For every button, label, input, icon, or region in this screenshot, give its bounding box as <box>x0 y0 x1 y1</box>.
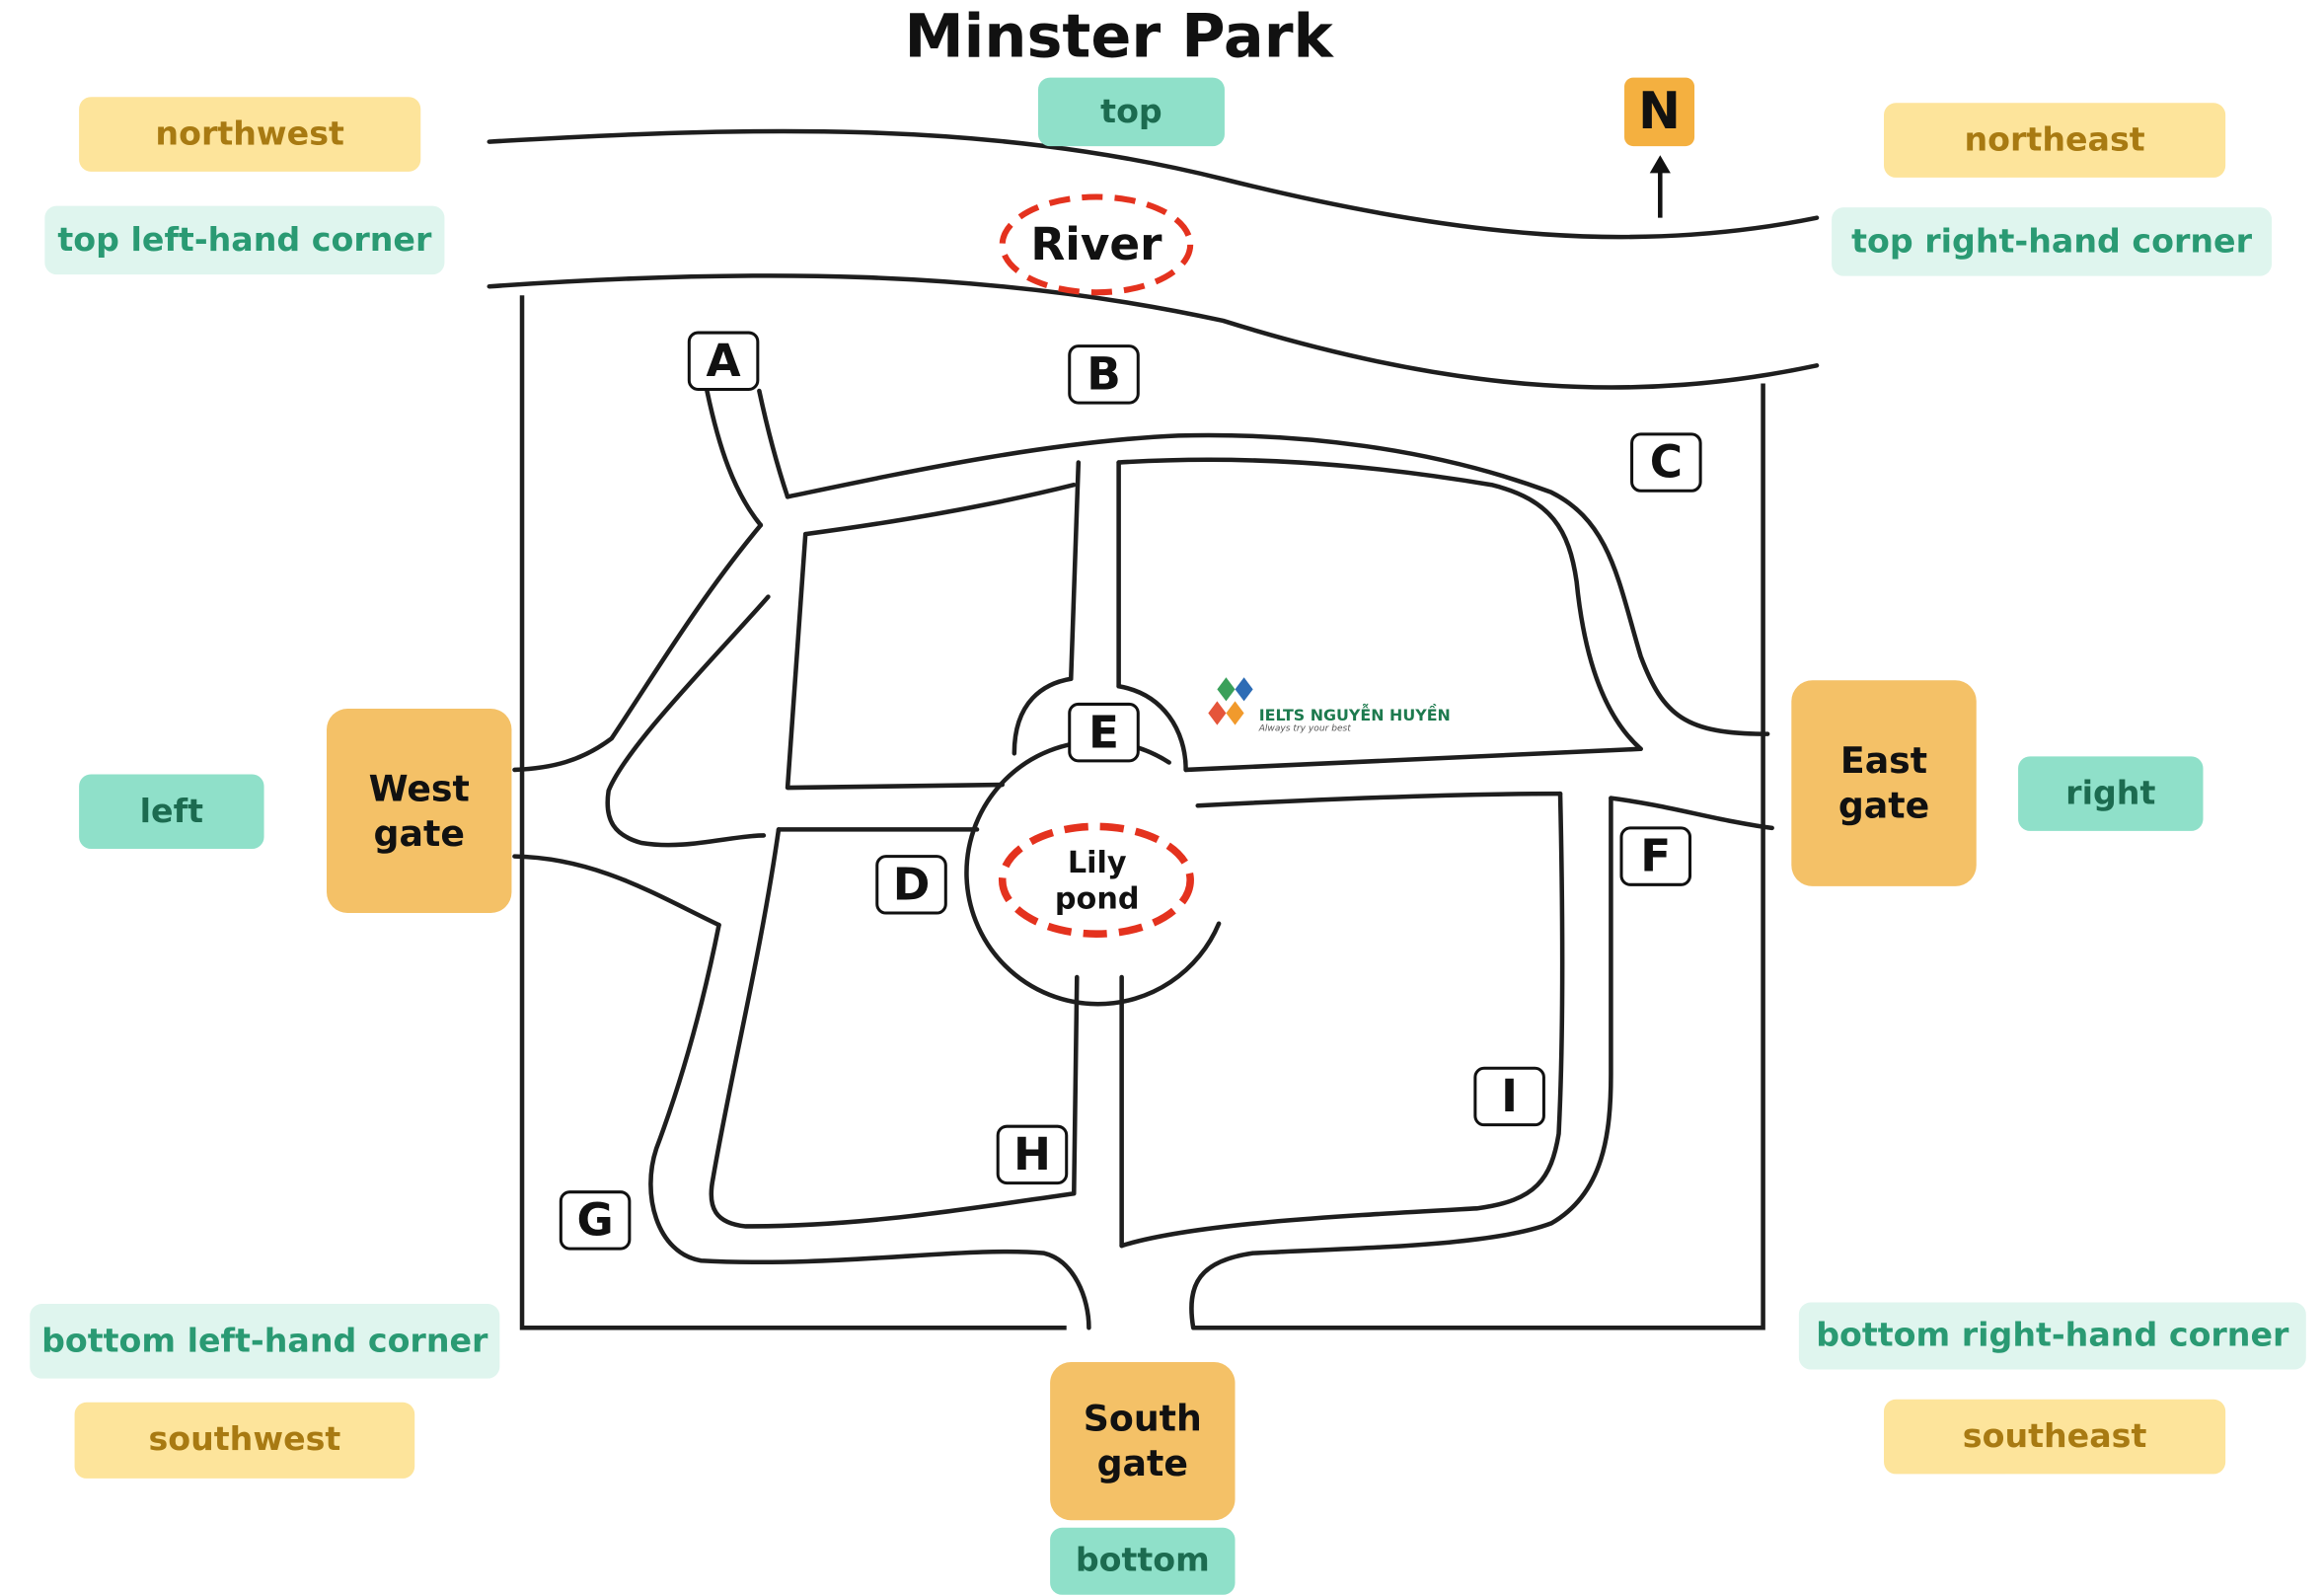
tag-top-left-corner: top left-hand corner <box>44 205 445 275</box>
tag-bottom-left-corner: bottom left-hand corner <box>30 1304 500 1379</box>
path-inner-triangle <box>605 594 771 848</box>
path-i-outer-edge <box>1189 796 1613 1330</box>
path-top-inner-edge <box>802 457 1643 752</box>
tag-northwest: northwest <box>79 97 421 172</box>
east-gate: East gate <box>1791 680 1977 886</box>
tag-top-right-corner: top right-hand corner <box>1832 207 2273 276</box>
west-gate: West gate <box>327 708 512 914</box>
marker-d: D <box>875 855 947 915</box>
park-boundary <box>519 295 1765 1330</box>
path-a-right-edge <box>757 388 790 499</box>
path-f-edge <box>1609 796 1774 831</box>
tag-top: top <box>1038 77 1225 147</box>
tag-southwest: southwest <box>74 1402 415 1479</box>
path-i-inner-edge <box>1119 791 1565 1249</box>
river-label: River <box>1030 218 1162 271</box>
marker-c: C <box>1630 432 1702 493</box>
marker-a: A <box>687 331 760 392</box>
river-north-bank <box>487 128 1820 240</box>
river-south-bank <box>487 273 1820 390</box>
pond-marker-ring <box>998 822 1194 938</box>
marker-g: G <box>559 1190 632 1251</box>
river-marker-ring <box>999 193 1194 296</box>
path-e-left-edge <box>1068 460 1082 681</box>
path-west-lower-edge <box>512 854 721 928</box>
marker-e: E <box>1068 702 1140 763</box>
block-northwest-edge <box>785 531 1005 791</box>
logo-mark <box>1208 677 1253 725</box>
path-a-left-edge <box>705 388 764 528</box>
logo-slogan: Always try your best <box>1258 723 1351 734</box>
marker-b: B <box>1068 344 1140 405</box>
lily-pond-label: Lily pond <box>1054 844 1140 917</box>
watermark-logo: IELTS NGUYỄN HUYỀN Always try your best <box>1202 674 1463 733</box>
marker-i: I <box>1473 1066 1545 1127</box>
path-g-outer-edge <box>648 922 1091 1330</box>
marker-h: H <box>996 1124 1069 1185</box>
tag-bottom-right-corner: bottom right-hand corner <box>1798 1302 2306 1370</box>
logo-name: IELTS NGUYỄN HUYỀN <box>1258 707 1451 725</box>
path-east-upper-edge <box>1183 746 1643 773</box>
path-top-outer-edge <box>785 432 1770 736</box>
tag-northeast: northeast <box>1884 103 2226 178</box>
north-arrow-head <box>1649 155 1671 174</box>
tag-left: left <box>79 774 264 850</box>
tag-bottom: bottom <box>1050 1527 1236 1595</box>
path-east-lower-edge <box>1195 791 1563 808</box>
tag-southeast: southeast <box>1884 1399 2226 1475</box>
path-left-diagonal-edge <box>512 522 764 773</box>
marker-f: F <box>1619 826 1692 886</box>
tag-right: right <box>2018 756 2204 831</box>
north-indicator: N <box>1624 77 1695 147</box>
south-gate: South gate <box>1050 1361 1236 1521</box>
path-g-inner-edge <box>709 827 1080 1229</box>
roundabout-upper <box>1012 676 1188 773</box>
map-title: Minster Park <box>904 3 1333 72</box>
